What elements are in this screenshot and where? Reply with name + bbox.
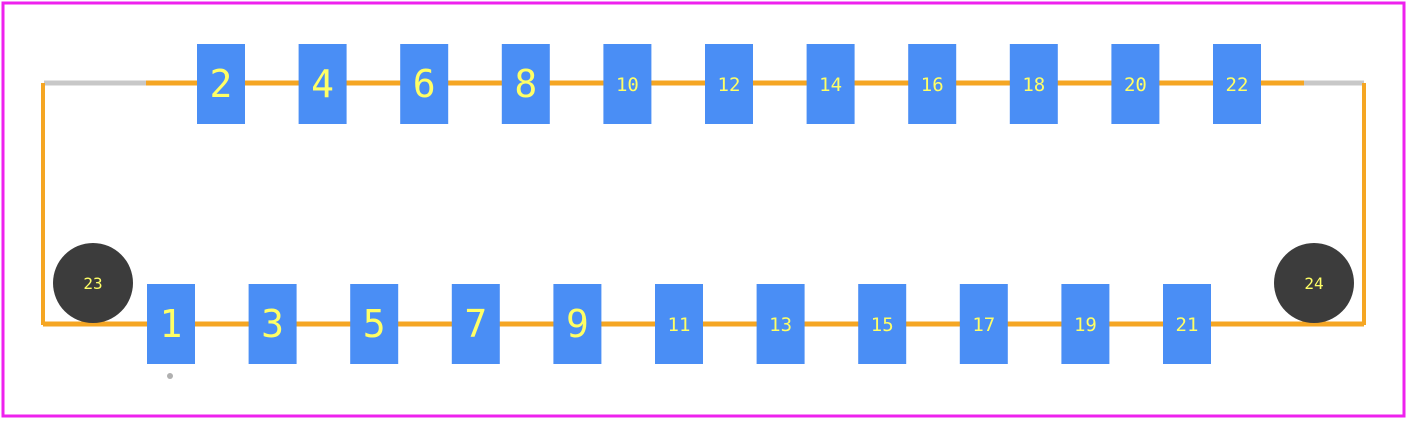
pad-shape xyxy=(858,284,907,364)
pad-9: 9 xyxy=(553,284,602,364)
pad-7: 7 xyxy=(451,284,500,364)
top-pad-row: 2 4 6 8 10 12 14 16 18 20 22 xyxy=(197,44,1261,124)
pad-label: 1 xyxy=(160,302,183,346)
pad-17: 17 xyxy=(959,284,1008,364)
pad-shape xyxy=(350,284,399,364)
pad-label: 3 xyxy=(261,302,284,346)
pad-label: 19 xyxy=(1074,314,1097,336)
mount-hole-24: 24 xyxy=(1274,243,1354,323)
pad-shape xyxy=(655,284,703,364)
pad-shape xyxy=(705,44,753,124)
pad-shape xyxy=(1009,44,1058,124)
pad-16: 16 xyxy=(908,44,957,124)
pad-6: 6 xyxy=(400,44,449,124)
pad-label: 6 xyxy=(413,62,436,106)
pad-shape xyxy=(197,44,245,124)
pad-label: 18 xyxy=(1022,74,1045,96)
pad-shape xyxy=(298,44,347,124)
pad-shape xyxy=(501,44,550,124)
pad-5: 5 xyxy=(350,284,399,364)
pad-label: 14 xyxy=(819,74,842,96)
pad-shape xyxy=(756,284,805,364)
pad-label: 4 xyxy=(311,62,334,106)
pad-3: 3 xyxy=(248,284,297,364)
pad-2: 2 xyxy=(197,44,245,124)
pad-1: 1 xyxy=(147,284,195,364)
pad-shape xyxy=(451,284,500,364)
pad-22: 22 xyxy=(1213,44,1261,124)
pad-label: 8 xyxy=(514,62,537,106)
pad-label: 2 xyxy=(210,62,233,106)
pad-label: 12 xyxy=(718,74,741,96)
pad-label: 5 xyxy=(363,302,386,346)
pad-shape xyxy=(603,44,652,124)
mount-hole-label: 24 xyxy=(1304,274,1323,293)
pad-label: 21 xyxy=(1176,314,1199,336)
pad-10: 10 xyxy=(603,44,652,124)
pad-label: 22 xyxy=(1226,74,1249,96)
pad-label: 9 xyxy=(566,302,589,346)
pad-label: 16 xyxy=(921,74,944,96)
pad-shape xyxy=(806,44,855,124)
pad-8: 8 xyxy=(501,44,550,124)
pad-label: 17 xyxy=(972,314,995,336)
pad-shape xyxy=(959,284,1008,364)
pad-12: 12 xyxy=(705,44,753,124)
pad-shape xyxy=(248,284,297,364)
pad-shape xyxy=(1163,284,1211,364)
pad-15: 15 xyxy=(858,284,907,364)
pin1-marker xyxy=(167,373,173,379)
pad-label: 13 xyxy=(769,314,792,336)
pad-label: 11 xyxy=(668,314,691,336)
pad-shape xyxy=(400,44,449,124)
pad-label: 20 xyxy=(1124,74,1147,96)
mount-hole-shape xyxy=(1274,243,1354,323)
mount-hole-label: 23 xyxy=(83,274,102,293)
pad-21: 21 xyxy=(1163,284,1211,364)
pad-4: 4 xyxy=(298,44,347,124)
mount-hole-shape xyxy=(53,243,133,323)
mount-holes: 23 24 xyxy=(53,243,1354,323)
pad-label: 15 xyxy=(871,314,894,336)
pad-shape xyxy=(147,284,195,364)
pad-shape xyxy=(1213,44,1261,124)
pad-label: 10 xyxy=(616,74,639,96)
pad-13: 13 xyxy=(756,284,805,364)
pad-14: 14 xyxy=(806,44,855,124)
pad-shape xyxy=(908,44,957,124)
pad-19: 19 xyxy=(1061,284,1110,364)
pad-label: 7 xyxy=(464,302,487,346)
pad-shape xyxy=(1061,284,1110,364)
pad-20: 20 xyxy=(1111,44,1160,124)
pad-11: 11 xyxy=(655,284,703,364)
pad-shape xyxy=(1111,44,1160,124)
pad-shape xyxy=(553,284,602,364)
pad-18: 18 xyxy=(1009,44,1058,124)
mount-hole-23: 23 xyxy=(53,243,133,323)
